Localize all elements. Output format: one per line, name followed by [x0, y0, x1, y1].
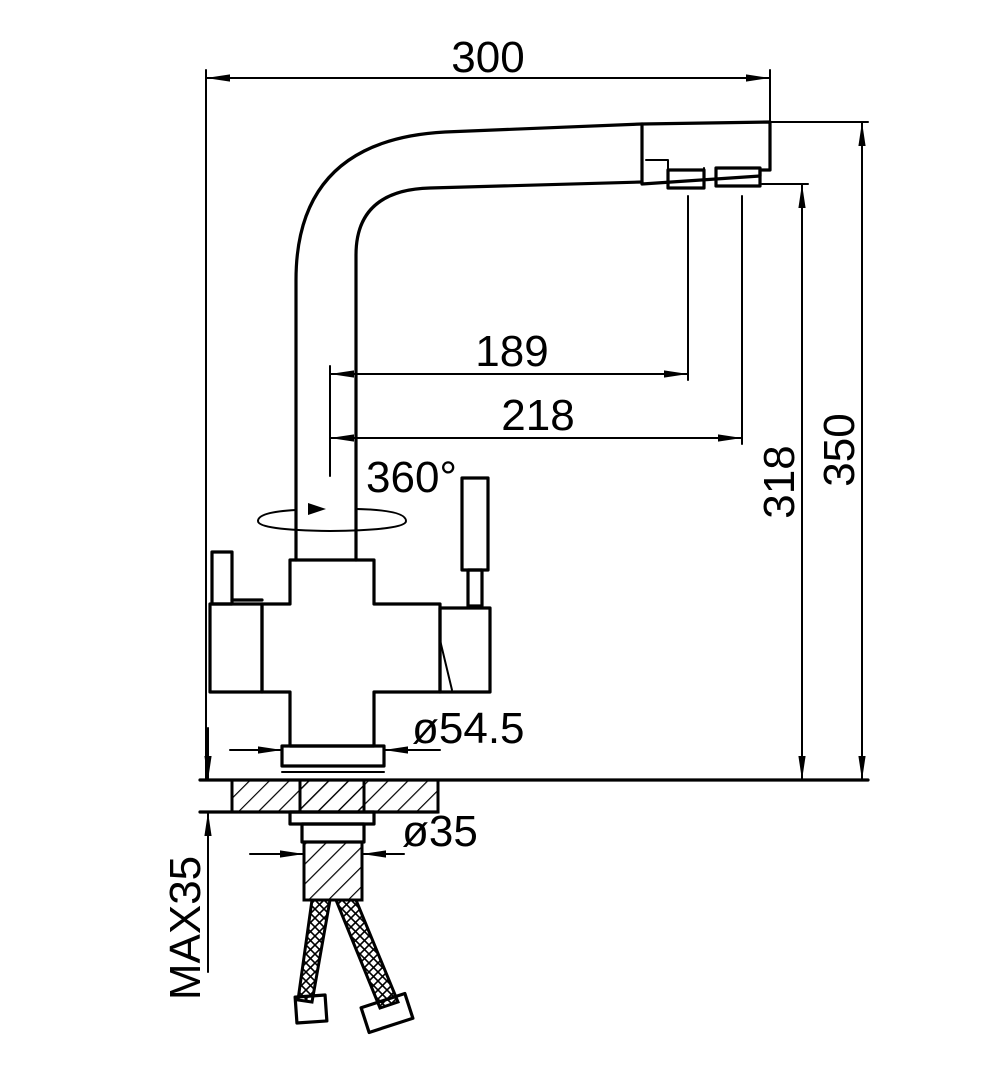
dimension-max-thickness: MAX35 — [161, 727, 212, 1000]
shank-diameter-label: ø35 — [402, 807, 478, 856]
rotation-indicator: 360° — [257, 453, 457, 532]
height-total-label: 350 — [815, 413, 864, 486]
overall-width-label: 300 — [451, 33, 524, 82]
dimension-reach: 189 218 — [329, 195, 743, 477]
max-thickness-label: MAX35 — [161, 856, 210, 1000]
reach-short-label: 189 — [475, 327, 548, 376]
dimension-overall-width: 300 — [205, 33, 771, 781]
base-diameter-label: ø54.5 — [412, 704, 525, 753]
faucet-body — [208, 120, 772, 1035]
dimension-shank-diameter: ø35 — [249, 807, 478, 858]
rotation-label: 360° — [366, 453, 457, 502]
reach-long-label: 218 — [501, 391, 574, 440]
dimension-heights: 318 350 — [755, 121, 869, 781]
dimension-base-diameter: ø54.5 — [229, 704, 525, 754]
height-outlet-label: 318 — [755, 445, 804, 518]
